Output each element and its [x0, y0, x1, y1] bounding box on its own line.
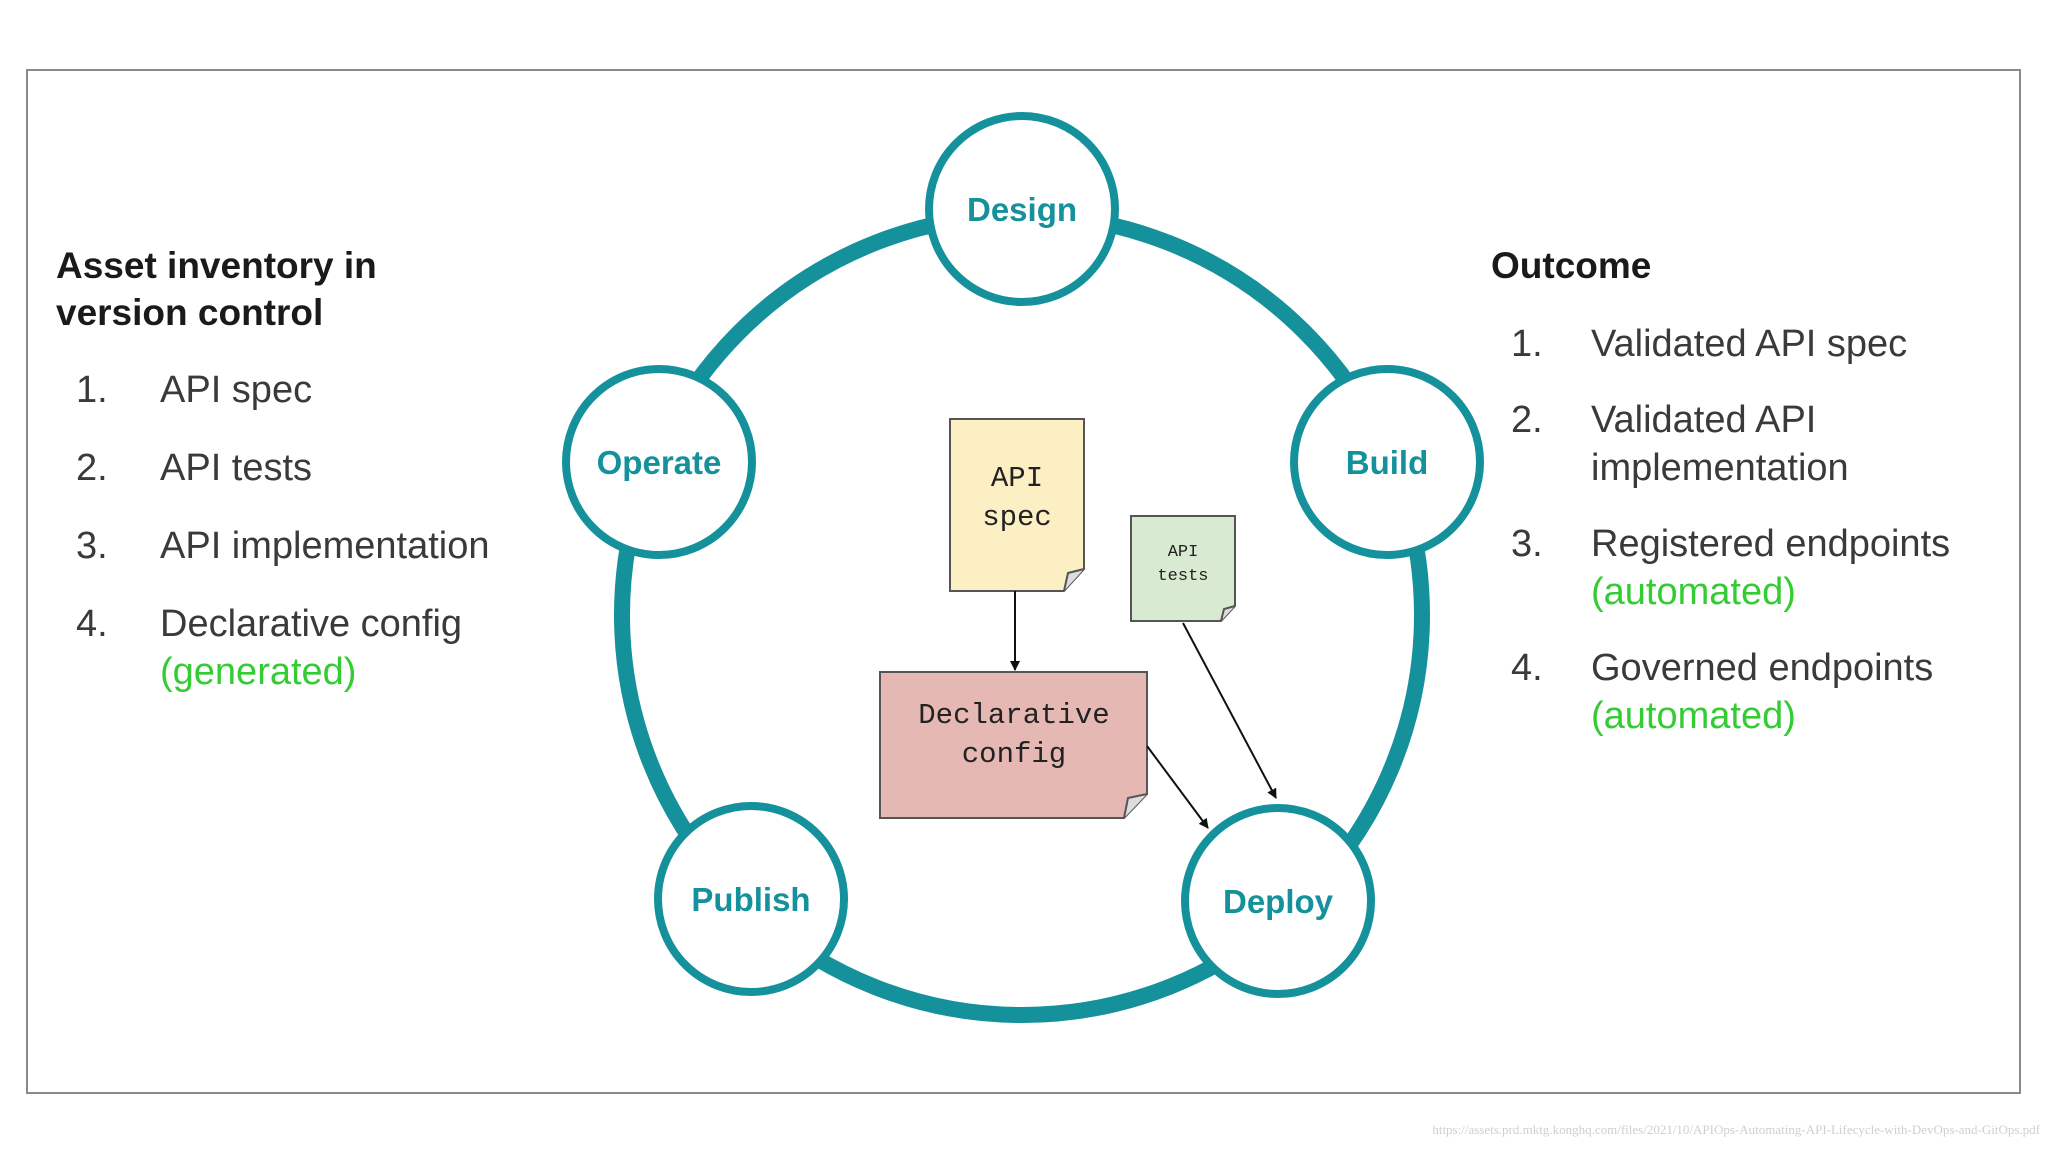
stage-label-design: Design [967, 191, 1077, 228]
asset-item-api-implementation: 3. API implementation [76, 522, 536, 570]
stage-node-circle [925, 112, 1119, 306]
slide-frame [26, 69, 2021, 1094]
asset-item-api-tests: 2. API tests [76, 444, 536, 492]
document-folded-corner [1220, 605, 1236, 622]
outcome-title: Outcome [1491, 245, 1652, 286]
automated-note: (automated) [1591, 695, 1796, 737]
list-number: 2. [1511, 399, 1543, 441]
api-spec-line2: spec [982, 501, 1052, 534]
automated-note: (automated) [1591, 571, 1796, 613]
outcome-item-validated-implementation: 2. Validated API implementation [1511, 396, 1991, 492]
list-number: 4. [1511, 647, 1543, 689]
stage-node-circle [1290, 365, 1484, 559]
stage-deploy: Deploy [1181, 804, 1375, 998]
asset-item-api-spec: 1. API spec [76, 366, 536, 414]
source-url: https://assets.prd.mktg.konghq.com/files… [1432, 1122, 2040, 1137]
stage-node-circle [1181, 804, 1375, 998]
list-item-text: API spec [160, 369, 313, 411]
list-item-text: Declarative config [160, 603, 463, 645]
outcome-item-governed-endpoints: 4. Governed endpoints (automated) [1511, 644, 1991, 740]
asset-inventory-title: Asset inventory in version control [56, 245, 377, 333]
list-item-text: Governed endpoints [1591, 647, 1934, 689]
list-item-text: Validated API spec [1591, 323, 1908, 365]
declarative-config-document: Declarative config [879, 671, 1148, 819]
list-number: 3. [1511, 523, 1543, 565]
list-number: 1. [76, 369, 108, 411]
list-number: 3. [76, 525, 108, 567]
api-tests-line2: tests [1157, 567, 1208, 586]
api-spec-line1: API [991, 462, 1043, 495]
list-number: 1. [1511, 323, 1543, 365]
stage-design: Design [925, 112, 1119, 306]
list-number: 4. [76, 603, 108, 645]
declarative-config-line2: config [962, 738, 1066, 771]
generated-note: (generated) [160, 651, 357, 693]
outcome-item-validated-spec: 1. Validated API spec [1511, 320, 1991, 368]
outcome-list: 1. Validated API spec 2. Validated API i… [1511, 320, 1991, 768]
list-item-text: API implementation [160, 525, 490, 567]
list-number: 2. [76, 447, 108, 489]
api-spec-document: API spec [949, 418, 1085, 592]
stage-publish: Publish [654, 802, 848, 996]
stage-build: Build [1290, 365, 1484, 559]
document-folded-corner [1063, 568, 1085, 592]
asset-inventory-list: 1. API spec 2. API tests 3. API implemen… [76, 366, 536, 726]
arrow-tests-to-deploy [1182, 622, 1277, 799]
stage-node-circle [654, 802, 848, 996]
stage-label-publish: Publish [691, 881, 810, 918]
list-item-text: Validated API implementation [1591, 399, 1849, 489]
outcome-item-registered-endpoints: 3. Registered endpoints (automated) [1511, 520, 1991, 616]
arrow-config-to-deploy [1146, 745, 1209, 829]
api-tests-document: API tests [1130, 515, 1236, 622]
api-tests-line1: API [1168, 543, 1199, 562]
declarative-config-line1: Declarative [918, 699, 1109, 732]
stage-label-operate: Operate [597, 444, 722, 481]
stage-label-build: Build [1346, 444, 1428, 481]
document-folded-corner [1123, 793, 1148, 819]
asset-item-declarative-config: 4. Declarative config (generated) [76, 600, 536, 696]
stage-node-circle [562, 365, 756, 559]
stage-label-deploy: Deploy [1223, 883, 1334, 920]
list-item-text: API tests [160, 447, 313, 489]
stage-operate: Operate [562, 365, 756, 559]
list-item-text: Registered endpoints [1591, 523, 1951, 565]
